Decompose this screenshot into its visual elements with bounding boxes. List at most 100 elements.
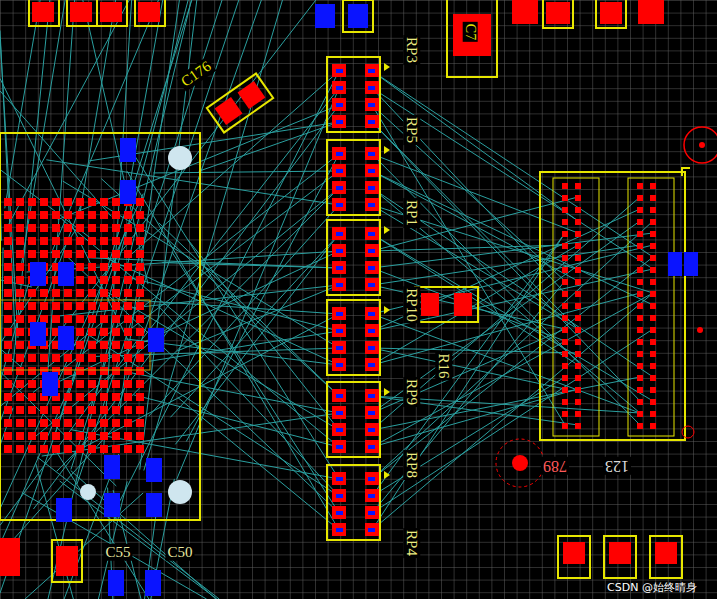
bga-pad	[100, 237, 108, 245]
pin1-marker	[384, 146, 390, 154]
connector-pin	[562, 327, 568, 333]
bga-pad	[88, 237, 96, 245]
bga-pad	[16, 354, 24, 362]
bga-pad	[28, 224, 36, 232]
smd-pad	[563, 542, 585, 564]
bga-pad	[16, 263, 24, 271]
pad-center	[336, 528, 343, 532]
bga-pad	[112, 250, 120, 258]
connector-pin	[637, 195, 643, 201]
bga-pad	[4, 263, 12, 271]
ratsnest-line	[0, 201, 82, 422]
bga-pad	[28, 406, 36, 414]
bga-pad	[76, 250, 84, 258]
bga-pad	[4, 289, 12, 297]
bga-pad	[4, 367, 12, 375]
bga-pad	[136, 367, 144, 375]
smd-pad	[138, 2, 160, 22]
connector-pin	[562, 267, 568, 273]
ratsnest-line	[0, 372, 116, 486]
bga-pad	[124, 211, 132, 219]
pad-center	[336, 312, 343, 316]
bga-pad	[88, 289, 96, 297]
bga-pad	[64, 224, 72, 232]
bga-pad	[100, 302, 108, 310]
ratsnest-line	[372, 171, 653, 305]
bga-pad	[88, 198, 96, 206]
ratsnest-line	[60, 481, 217, 599]
bga-pad	[136, 315, 144, 323]
bga-pad	[76, 341, 84, 349]
footprint-outline	[558, 536, 590, 578]
bga-pad	[100, 289, 108, 297]
bga-pad	[40, 198, 48, 206]
connector-pin	[637, 231, 643, 237]
pad-center	[368, 103, 375, 107]
bga-pad	[28, 250, 36, 258]
footprint-outline	[52, 540, 82, 582]
smd-pad	[365, 227, 379, 240]
ratsnest-line	[97, 0, 189, 344]
bga-pad	[16, 341, 24, 349]
ratsnest-line	[46, 160, 339, 205]
smd-pad	[30, 322, 46, 346]
bga-pad	[4, 237, 12, 245]
ratsnest-line	[51, 0, 158, 253]
smd-pad	[30, 262, 46, 286]
pad-center	[368, 169, 375, 173]
smd-pad	[332, 181, 346, 194]
bga-pad	[64, 393, 72, 401]
bga-pad	[76, 432, 84, 440]
bga-pad	[28, 380, 36, 388]
pad-center	[336, 511, 343, 515]
connector-pin	[562, 339, 568, 345]
bga-pad	[88, 341, 96, 349]
bga-pad	[124, 432, 132, 440]
bga-outline	[0, 133, 200, 520]
bga-pad	[136, 341, 144, 349]
bga-pad	[136, 211, 144, 219]
ratsnest-line	[118, 0, 262, 408]
bga-pad	[136, 406, 144, 414]
smd-pad	[148, 328, 164, 352]
via-hole	[168, 480, 192, 504]
ratsnest-line	[46, 0, 316, 349]
connector-pin	[650, 183, 656, 189]
connector-pin	[637, 399, 643, 405]
smd-pad	[100, 2, 122, 22]
bga-pad	[124, 276, 132, 284]
bga-pad	[16, 302, 24, 310]
smd-pad	[365, 81, 379, 94]
pin1-marker	[384, 388, 390, 396]
bga-pad	[88, 263, 96, 271]
connector-pin	[637, 219, 643, 225]
ratsnest-line	[37, 457, 219, 599]
connector-pin	[575, 339, 581, 345]
connector-pin	[562, 411, 568, 417]
smd-pad	[120, 180, 136, 204]
bga-pad	[136, 198, 144, 206]
smd-pad	[668, 252, 682, 276]
bga-pad	[4, 380, 12, 388]
via-hole	[168, 146, 192, 170]
pad-center	[368, 528, 375, 532]
smd-pad	[332, 440, 346, 453]
bga-pad	[124, 406, 132, 414]
smd-pad	[365, 64, 379, 77]
connector-pin	[562, 423, 568, 429]
bga-pad	[52, 224, 60, 232]
bga-pad	[40, 289, 48, 297]
footprint-outline	[604, 536, 636, 578]
bga-pad	[28, 302, 36, 310]
bga-pad	[124, 445, 132, 453]
smd-pad	[332, 472, 346, 485]
footprint-outline	[97, 0, 127, 26]
smd-pad	[332, 261, 346, 274]
bga-pad	[124, 302, 132, 310]
bga-pad	[40, 419, 48, 427]
pad-center	[368, 203, 375, 207]
ratsnest-line	[127, 171, 339, 530]
ratsnest-line	[372, 233, 653, 268]
bga-pad	[64, 315, 72, 323]
bga-pad	[28, 237, 36, 245]
